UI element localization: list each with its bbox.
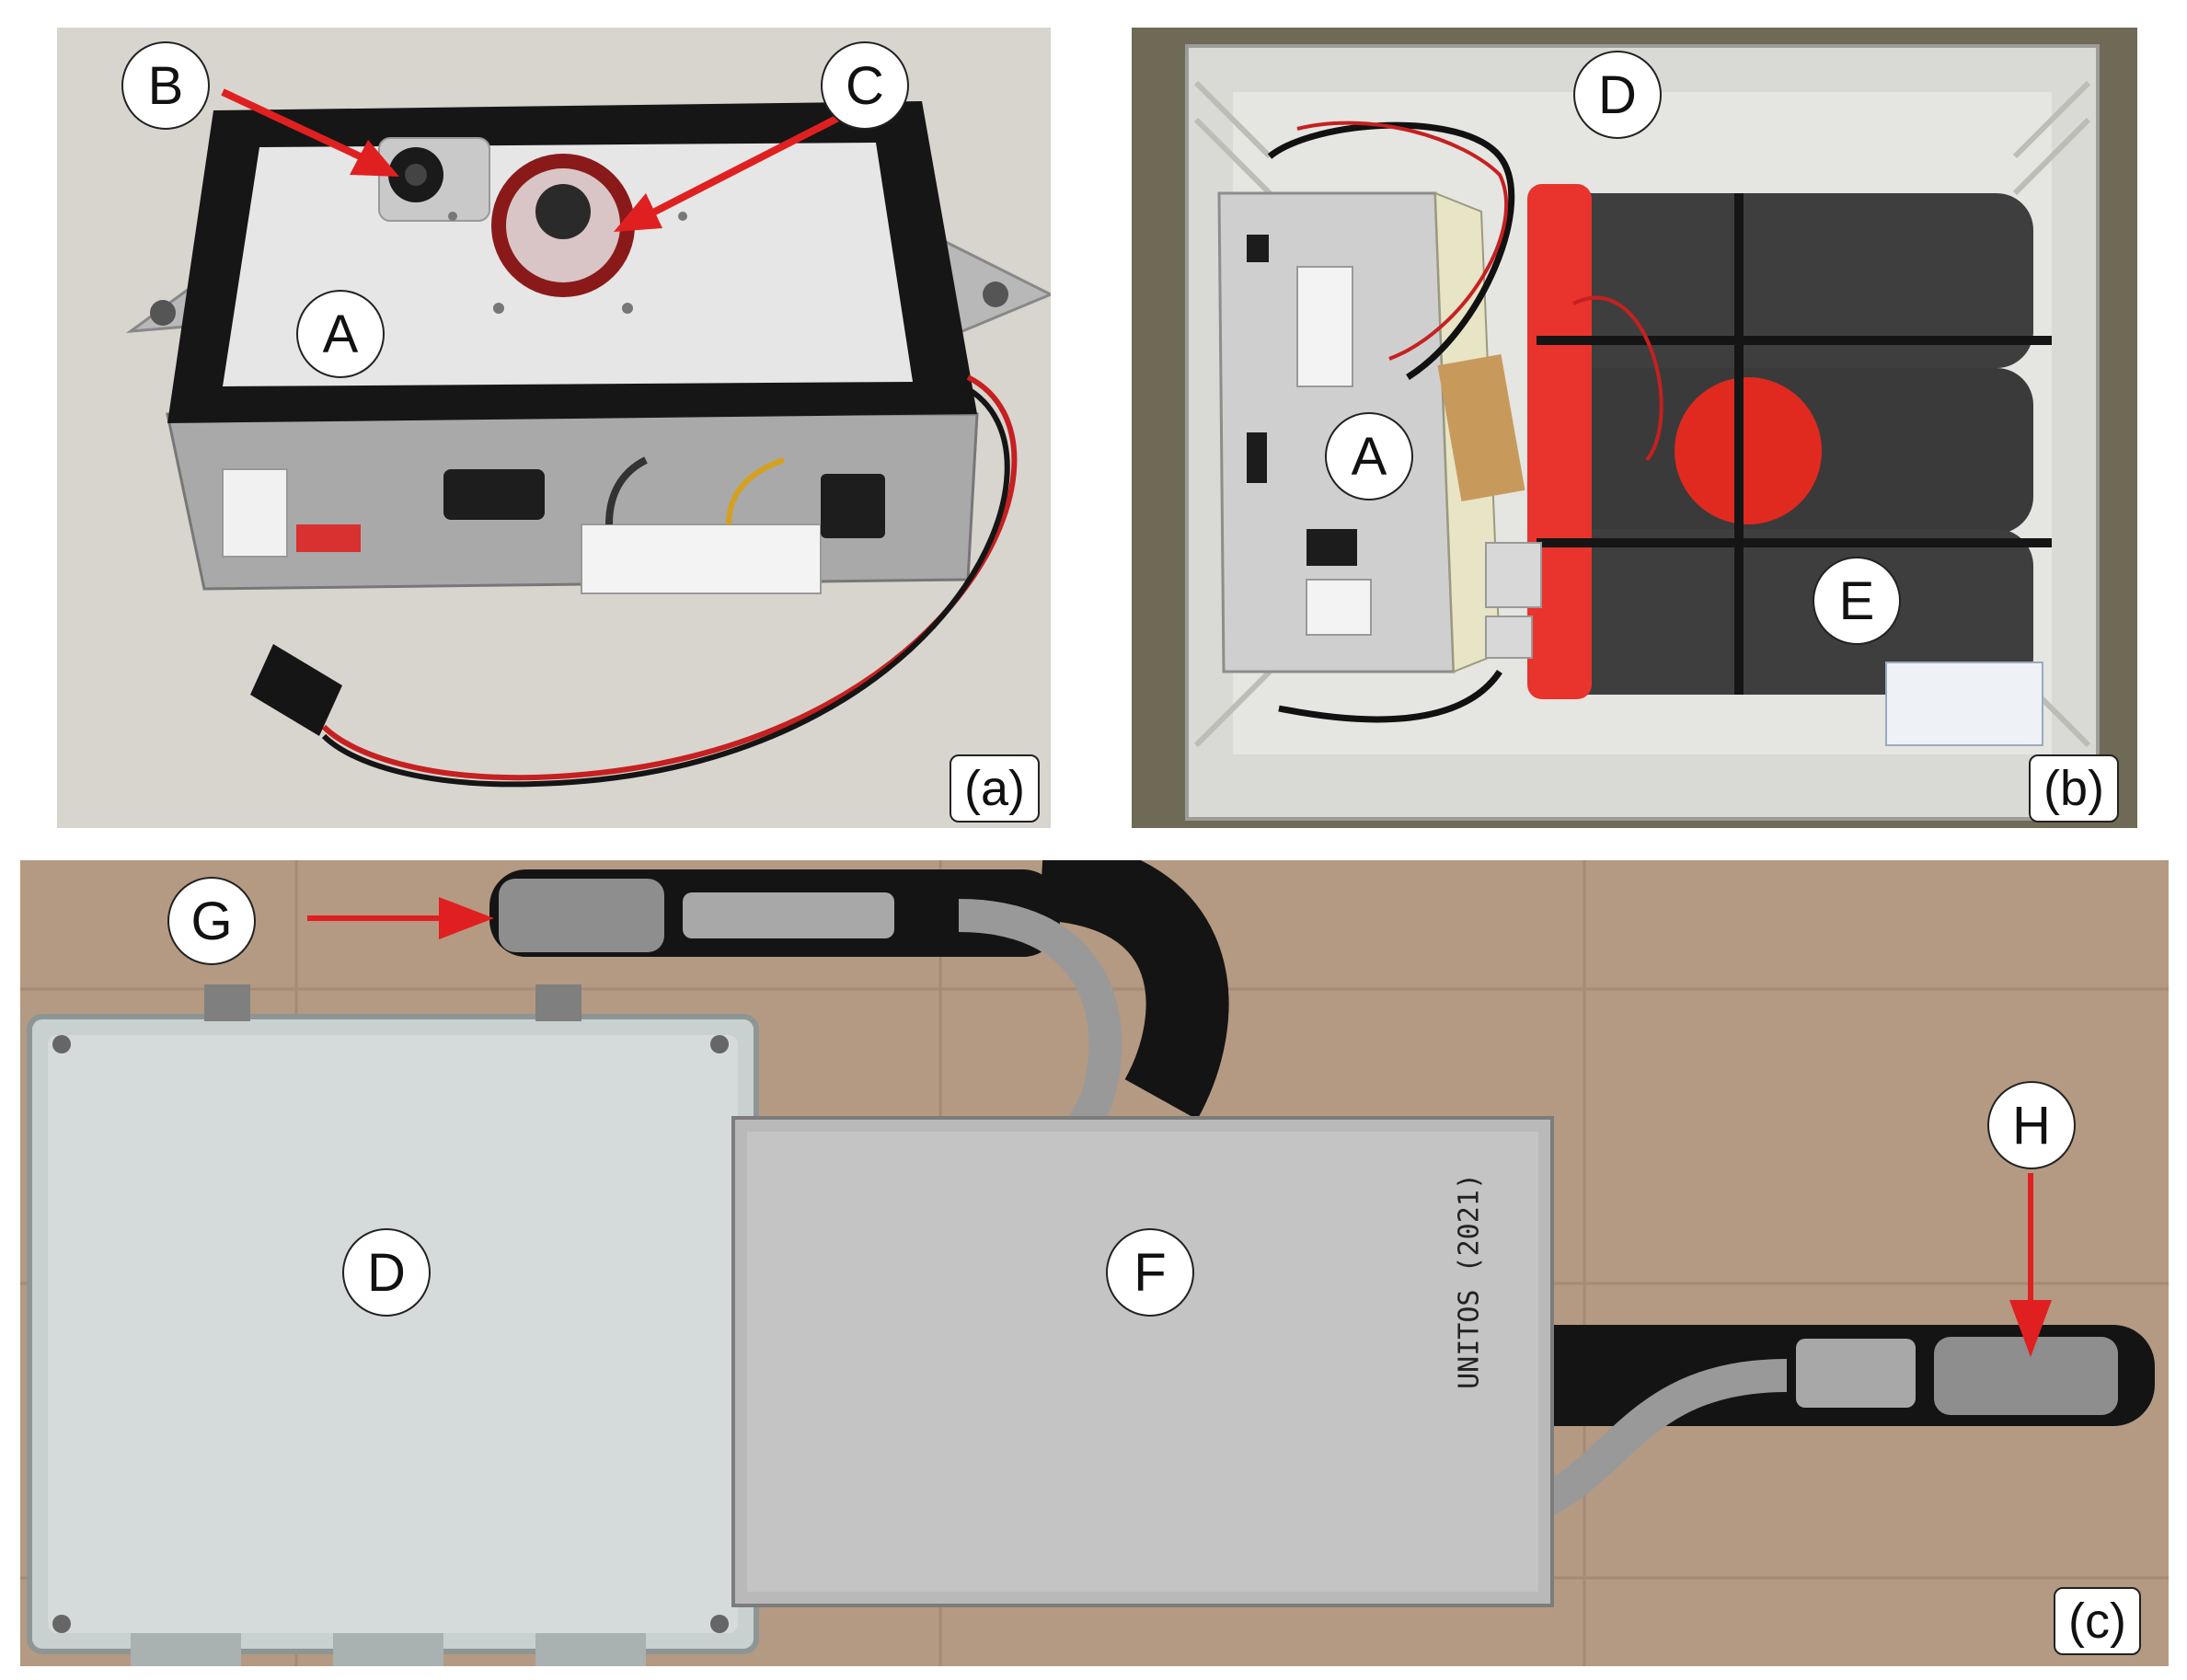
- label-d-enclosure: D: [1573, 51, 1662, 139]
- panel-a: B C A (a): [57, 28, 1051, 828]
- label-g-sensor: G: [167, 877, 256, 965]
- label-c-led-ring: C: [821, 41, 909, 130]
- label-a-camera-box: A: [296, 290, 385, 378]
- label-h-sensor: H: [1987, 1081, 2076, 1169]
- handwriting-unitos: UNITOS (2021): [1453, 1173, 1486, 1389]
- panel-c-tag: (c): [2054, 1587, 2141, 1656]
- panel-b-tag: (b): [2029, 754, 2119, 823]
- panel-b-photo: [1185, 44, 2100, 821]
- panel-a-tag: (a): [950, 754, 1040, 823]
- panel-c-photo: [20, 860, 2169, 1666]
- panel-b: D A E (b): [1132, 28, 2137, 828]
- label-f-cover: F: [1106, 1228, 1194, 1317]
- label-e-battery: E: [1813, 557, 1901, 645]
- label-a-camera-box: A: [1325, 412, 1413, 501]
- panel-c: UNITOS (2021) G D F H (c): [20, 860, 2169, 1666]
- label-d-enclosure: D: [342, 1228, 431, 1317]
- panel-a-photo: [125, 88, 1051, 788]
- label-b-camera: B: [121, 41, 210, 130]
